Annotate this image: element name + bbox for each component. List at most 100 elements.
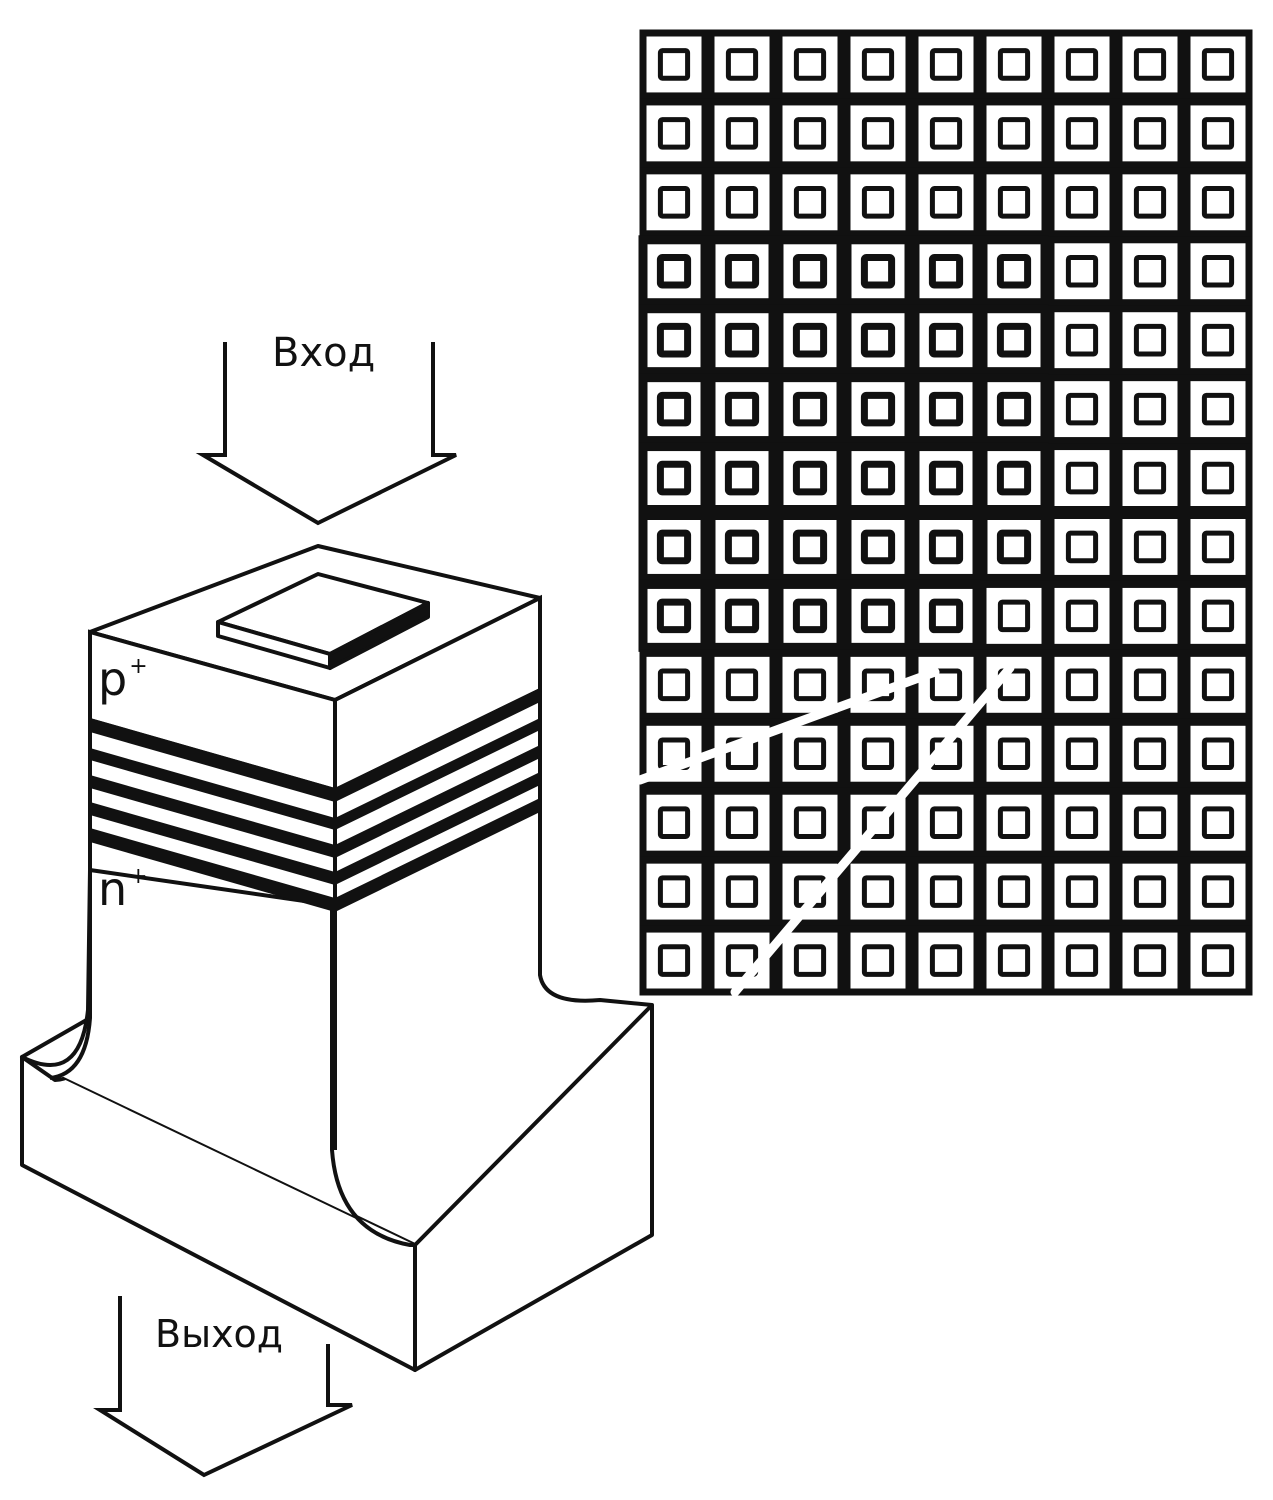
pixel-cell — [978, 442, 1050, 515]
pixel-cell-inner — [1133, 254, 1167, 288]
pixel-cell-inner — [860, 529, 896, 565]
pixel-cell-inner — [997, 875, 1031, 908]
pixel-cell-inner — [793, 806, 827, 839]
pixel-cell-inner — [724, 460, 760, 496]
pixel-cell-inner — [1133, 461, 1167, 495]
pixel-cell-inner — [929, 944, 963, 977]
pixel-cell-inner — [1201, 668, 1235, 702]
pixel-cell — [842, 442, 914, 515]
pixel-cell — [1115, 98, 1185, 169]
pixel-cell — [843, 718, 913, 789]
pixel-cell-inner — [792, 460, 828, 496]
pixel-cell-inner — [725, 944, 759, 977]
pixel-cell-inner — [928, 253, 964, 289]
pixel-cell — [774, 442, 846, 515]
pixel-cell-inner — [996, 253, 1032, 289]
pixel-cell-inner — [725, 48, 759, 81]
pixel-cell-inner — [724, 253, 760, 289]
pixel-cell-inner — [861, 875, 895, 908]
pixel-cell-inner — [860, 598, 896, 634]
pixel-cell-inner — [725, 186, 759, 219]
layer-stack — [90, 688, 540, 912]
pixel-cell-inner — [861, 186, 895, 219]
pixel-cell — [979, 167, 1049, 238]
pixel-cell-inner — [1201, 737, 1235, 771]
pixel-cell-inner — [1065, 186, 1099, 219]
pixel-cell-inner — [657, 668, 691, 702]
pixel-cell-inner — [657, 186, 691, 219]
pixel-cell-inner — [861, 117, 895, 150]
pixel-cell-inner — [657, 117, 691, 150]
pixel-cell-inner — [656, 529, 692, 565]
pixel-cell — [1183, 925, 1253, 996]
pixel-cell-inner — [792, 598, 828, 634]
pixel-cell-inner — [928, 529, 964, 565]
pixel-cell-inner — [1133, 599, 1167, 633]
pixel-cell-inner — [929, 117, 963, 150]
device-base — [20, 868, 654, 1372]
pixel-cell-inner — [997, 117, 1031, 150]
pixel-cell-inner — [1133, 875, 1167, 908]
pixel-cell — [638, 579, 710, 652]
pixel-cell-inner — [929, 186, 963, 219]
pixel-cell-inner — [1065, 323, 1099, 357]
pixel-cell-inner — [656, 391, 692, 427]
pixel-cell-inner — [725, 117, 759, 150]
pixel-cell-inner — [657, 806, 691, 839]
pixel-cell — [775, 718, 845, 789]
pixel-cell-inner — [724, 391, 760, 427]
pixel-cell-inner — [725, 668, 759, 702]
pixel-array — [638, 29, 1253, 996]
pixel-cell-inner — [1133, 392, 1167, 426]
pixel-cell-inner — [793, 117, 827, 150]
pixel-cell-inner — [1065, 599, 1099, 633]
pixel-cell-inner — [1133, 48, 1167, 81]
pixel-cell-inner — [997, 186, 1031, 219]
pixel-cell-inner — [1133, 117, 1167, 150]
pixel-cell-inner — [1065, 668, 1099, 702]
pixel-cell — [911, 925, 981, 996]
pixel-cell-inner — [860, 322, 896, 358]
pixel-cell-inner — [996, 529, 1032, 565]
pixel-cell-inner — [656, 460, 692, 496]
pixel-cell-inner — [1133, 186, 1167, 219]
pixel-cell-inner — [725, 875, 759, 908]
pixel-cell-inner — [724, 529, 760, 565]
pixel-cell-inner — [1201, 254, 1235, 288]
pixel-cell-inner — [997, 944, 1031, 977]
pixel-cell-inner — [929, 48, 963, 81]
pixel-cell-inner — [861, 944, 895, 977]
pixel-cell-inner — [1065, 530, 1099, 564]
pixel-cell-inner — [928, 391, 964, 427]
output-arrow — [93, 1296, 353, 1478]
pixel-cell-inner — [1065, 392, 1099, 426]
pixel-cell — [639, 167, 709, 238]
input-arrow — [195, 342, 457, 526]
pixel-cell-inner — [1065, 806, 1099, 839]
pixel-cell-inner — [928, 598, 964, 634]
pixel-cell-inner — [656, 253, 692, 289]
pixel-cell-inner — [657, 944, 691, 977]
pixel-cell-inner — [860, 391, 896, 427]
pixel-cell-inner — [996, 391, 1032, 427]
pixel-cell-inner — [657, 875, 691, 908]
pixel-cell-inner — [1201, 530, 1235, 564]
pixel-cell-inner — [724, 322, 760, 358]
pixel-cell-inner — [793, 944, 827, 977]
pixel-cell-inner — [1201, 806, 1235, 839]
pixel-cell-inner — [1133, 668, 1167, 702]
pixel-cell-inner — [793, 186, 827, 219]
pixel-cell — [910, 442, 982, 515]
pixel-cell-inner — [725, 806, 759, 839]
pixel-cell-inner — [1065, 117, 1099, 150]
pixel-cell-inner — [793, 737, 827, 771]
pixel-cell-inner — [928, 322, 964, 358]
pixel-cell-inner — [1201, 48, 1235, 81]
pixel-cell-inner — [1133, 806, 1167, 839]
pixel-cell-inner — [1201, 461, 1235, 495]
pixel-cell-inner — [996, 460, 1032, 496]
pixel-cell-inner — [724, 598, 760, 634]
pixel-cell-inner — [1201, 323, 1235, 357]
pixel-cell-inner — [1133, 944, 1167, 977]
